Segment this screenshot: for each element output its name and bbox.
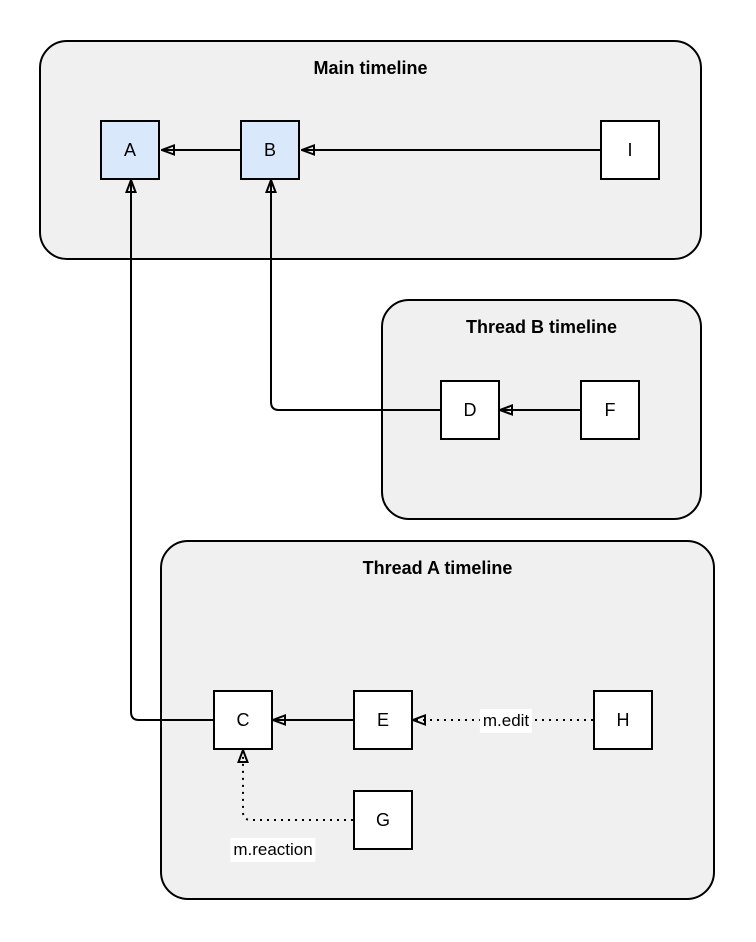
node-label-e: E bbox=[376, 709, 389, 730]
node-label-h: H bbox=[616, 709, 630, 730]
node-event-i: I bbox=[600, 120, 660, 180]
node-event-g: G bbox=[353, 790, 413, 850]
node-event-f: F bbox=[580, 380, 640, 440]
edge-label-m-reaction: m.reaction bbox=[230, 838, 316, 862]
node-event-a: A bbox=[100, 120, 160, 180]
node-label-d: D bbox=[463, 399, 477, 420]
node-event-c: C bbox=[213, 690, 273, 750]
node-event-e: E bbox=[353, 690, 413, 750]
node-event-h: H bbox=[593, 690, 653, 750]
node-label-g: G bbox=[375, 809, 390, 830]
container-thread-b-timeline: Thread B timeline bbox=[381, 299, 702, 520]
node-label-b: B bbox=[263, 139, 276, 160]
node-label-a: A bbox=[123, 139, 136, 160]
node-event-b: B bbox=[240, 120, 300, 180]
container-title-main-timeline: Main timeline bbox=[313, 58, 428, 78]
edge-label-m-edit: m.edit bbox=[479, 709, 533, 733]
container-title-thread-b-timeline: Thread B timeline bbox=[465, 317, 618, 337]
node-label-f: F bbox=[604, 399, 616, 420]
node-label-c: C bbox=[236, 709, 250, 730]
node-label-i: I bbox=[627, 139, 633, 160]
container-title-thread-a-timeline: Thread A timeline bbox=[362, 558, 513, 578]
node-event-d: D bbox=[440, 380, 500, 440]
